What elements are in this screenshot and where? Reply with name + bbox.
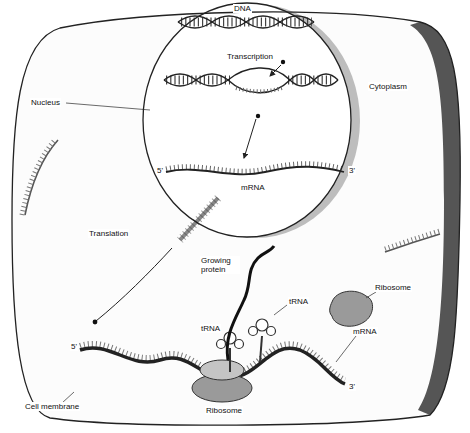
molecule-label: DNA (233, 4, 252, 13)
molecule-label: Growing protein (200, 256, 240, 274)
nucleus-outline (140, 2, 355, 242)
cell-outline: Cell membraneCytoplasmNucleus (10, 4, 460, 428)
molecule-label: tRNA (200, 324, 221, 333)
process-label: Translation (88, 229, 129, 238)
strand-end: 3' (348, 166, 356, 175)
region-label: Cytoplasm (368, 82, 408, 91)
organelle-label: Ribosome (205, 406, 243, 415)
organelle-label: Ribosome (374, 283, 412, 292)
membrane-label: Cell membrane (24, 402, 80, 411)
organelle-label: Nucleus (30, 98, 61, 107)
nucleus-outline: Nucleus (140, 2, 355, 242)
molecule-label: tRNA (288, 297, 309, 306)
cell-outline (10, 4, 460, 428)
process-label: Transcription (226, 52, 274, 61)
strand-end: 3' (348, 382, 356, 391)
strand-end: 5' (156, 166, 164, 175)
strand-end: 5' (70, 342, 78, 351)
molecule-label: mRNA (240, 183, 266, 192)
molecule-label: mRNA (352, 327, 378, 336)
